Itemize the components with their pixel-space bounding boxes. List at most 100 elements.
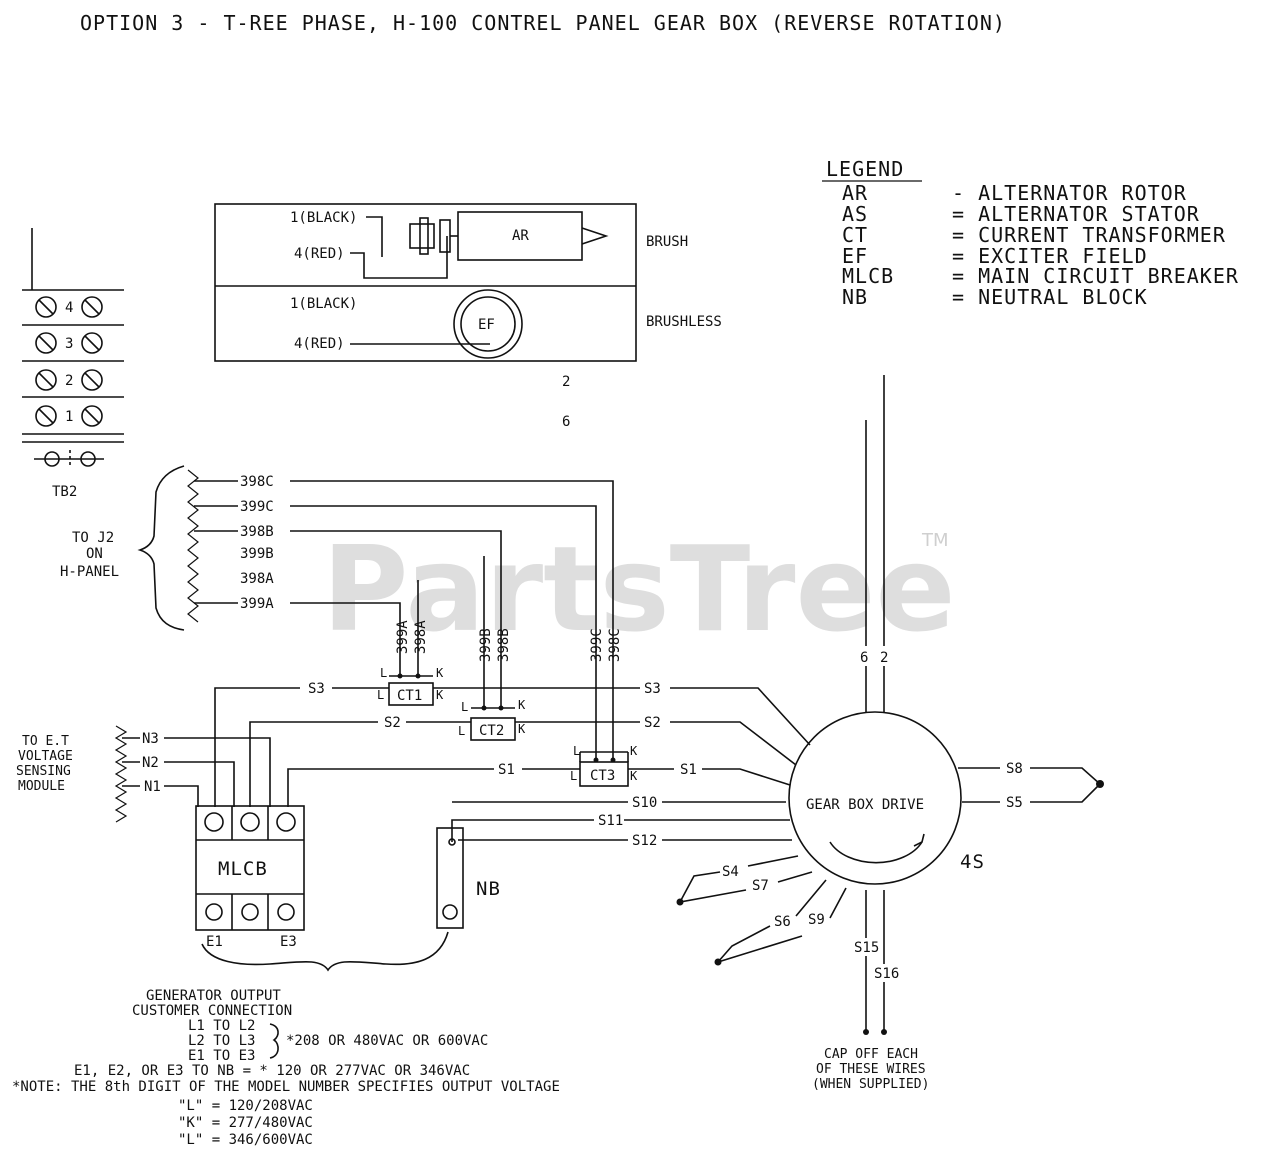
s15-cap <box>863 1029 869 1035</box>
ct2-wire-399b: 399B <box>478 628 494 662</box>
tb2-terminal-label: 1 <box>65 409 73 425</box>
legend-code-as: AS <box>842 202 868 226</box>
output-option-2: "K" = 277/480VAC <box>178 1115 313 1131</box>
wire-s2 <box>249 721 797 807</box>
wire-399c-label: 399C <box>240 499 274 515</box>
ct3-wire-398c: 398C <box>607 628 623 662</box>
wire-s10-label: S10 <box>632 795 657 811</box>
output-8th-digit: *NOTE: THE 8th DIGIT OF THE MODEL NUMBER… <box>12 1079 560 1095</box>
output-line-n: E1, E2, OR E3 TO NB = * 120 OR 277VAC OR… <box>74 1063 470 1079</box>
legend-code-ct: CT <box>842 223 868 247</box>
brush-red-wire <box>350 236 448 279</box>
j2-brace <box>137 465 185 631</box>
gear-box-label: GEAR BOX DRIVE <box>806 797 924 813</box>
wire-s2-label-right: S2 <box>644 715 661 731</box>
ct1-pin-k: K <box>436 666 444 680</box>
wire-s3 <box>214 687 811 807</box>
output-pair3: E1 TO E3 <box>188 1048 255 1064</box>
output-option-3: "L" = 346/600VAC <box>178 1132 313 1148</box>
ct3-pin-k2: K <box>630 769 638 783</box>
legend-desc-ar: - ALTERNATOR ROTOR <box>952 181 1187 205</box>
legend-heading: LEGEND <box>826 157 904 181</box>
gear-box-circle <box>788 711 962 885</box>
sensing-note-4: MODULE <box>18 779 65 794</box>
sensing-note-2: VOLTAGE <box>18 749 73 764</box>
brush-slip-ring <box>419 217 429 255</box>
brushless-red-label: 4(RED) <box>294 336 345 352</box>
ct2-label: CT2 <box>479 723 504 739</box>
cap-note-1: CAP OFF EACH <box>824 1047 918 1062</box>
wire-s6-s9 <box>715 879 847 964</box>
legend-desc-mlcb: = MAIN CIRCUIT BREAKER <box>952 264 1239 288</box>
legend-desc-as: = ALTERNATOR STATOR <box>952 202 1200 226</box>
wire-s3-label-right: S3 <box>644 681 661 697</box>
sensing-note-1: TO E.T <box>22 734 69 749</box>
ct3-pin-l: L <box>573 744 580 758</box>
ct1-wire-398a: 398A <box>413 620 429 654</box>
legend-code-mlcb: MLCB <box>842 264 894 288</box>
wire-398a-label: 398A <box>240 571 274 587</box>
wire-398b <box>194 530 502 676</box>
output-line2: CUSTOMER CONNECTION <box>132 1003 292 1019</box>
mlcb-body <box>195 805 305 931</box>
brushless-black-label: 1(BLACK) <box>290 296 357 312</box>
stator-label: 4S <box>960 851 985 873</box>
tb2-terminal-strip: 4 3 2 1 TB2 <box>22 228 124 500</box>
ct3-pin-k: K <box>630 744 638 758</box>
rotation-arrow-head <box>913 833 925 847</box>
watermark-brand: PartsTree <box>322 520 956 658</box>
brushless-label: BRUSHLESS <box>646 314 722 330</box>
wire-399c <box>194 505 597 676</box>
ct1-pin-k2: K <box>436 688 444 702</box>
legend-code-ef: EF <box>842 244 868 268</box>
j2-note-3: H-PANEL <box>60 564 119 580</box>
tb2-terminal-3: 3 <box>35 332 103 354</box>
ct3-box <box>579 761 629 787</box>
rotation-arrow <box>829 841 923 864</box>
ct2-box <box>470 717 516 741</box>
tb2-terminal-2: 2 <box>35 369 103 391</box>
mlcb-terminal <box>240 812 260 832</box>
ct1-box <box>388 682 434 706</box>
current-transformers: 399A 398A 399B 398B 399C 398C CT1 L K L … <box>377 620 638 787</box>
wire-n1 <box>122 785 199 807</box>
wire-s5-label: S5 <box>1006 795 1023 811</box>
wire-n3 <box>122 737 271 807</box>
wire-s7-label: S7 <box>752 878 769 894</box>
wire-s1-label: S1 <box>498 762 515 778</box>
legend-desc-ef: = EXCITER FIELD <box>952 244 1148 268</box>
brush-red-label: 4(RED) <box>294 246 345 262</box>
exciter-field-inner <box>460 296 516 352</box>
mlcb-label: MLCB <box>218 858 268 880</box>
nb-terminal <box>442 904 458 920</box>
mlcb-terminal <box>205 903 223 921</box>
ct1-wire-399a: 399A <box>395 620 411 654</box>
wire-399a <box>194 602 401 676</box>
exciter-field-label: EF <box>478 317 495 333</box>
mlcb-terminal <box>204 812 224 832</box>
mlcb-e1-label: E1 <box>206 934 223 950</box>
brush-label: BRUSH <box>646 234 688 250</box>
wire-s4-s7 <box>678 855 813 904</box>
output-pair1: L1 TO L2 <box>188 1018 255 1034</box>
ct2-wire-398b: 398B <box>496 628 512 662</box>
brush-panel: 1(BLACK) 4(RED) AR BRUSH 1(BLACK) 4(RED)… <box>214 203 722 430</box>
ct1-pin <box>397 673 403 679</box>
ct1-pin <box>415 673 421 679</box>
wire-s1-label-right: S1 <box>680 762 697 778</box>
wire-6-label: 6 <box>562 414 570 430</box>
wire-s8-s5-loop <box>958 767 1102 803</box>
ct1-pin-l: L <box>380 666 387 680</box>
wire-s15-label: S15 <box>854 940 879 956</box>
s8-s5-junction <box>1096 780 1104 788</box>
sensing-module: TO E.T VOLTAGE SENSING MODULE N3 N2 N1 <box>16 725 271 823</box>
exciter-field-outer <box>453 289 523 359</box>
brush-slip-ring-2 <box>439 219 451 253</box>
wire-398b-label: 398B <box>240 524 274 540</box>
output-voltage-hi: *208 OR 480VAC OR 600VAC <box>286 1033 488 1049</box>
output-pair-brace <box>269 1023 279 1059</box>
wire-s6-label: S6 <box>774 914 791 930</box>
sensing-connector-pins <box>114 725 128 823</box>
mlcb-terminal <box>276 812 296 832</box>
wire-n2-label: N2 <box>142 755 159 771</box>
